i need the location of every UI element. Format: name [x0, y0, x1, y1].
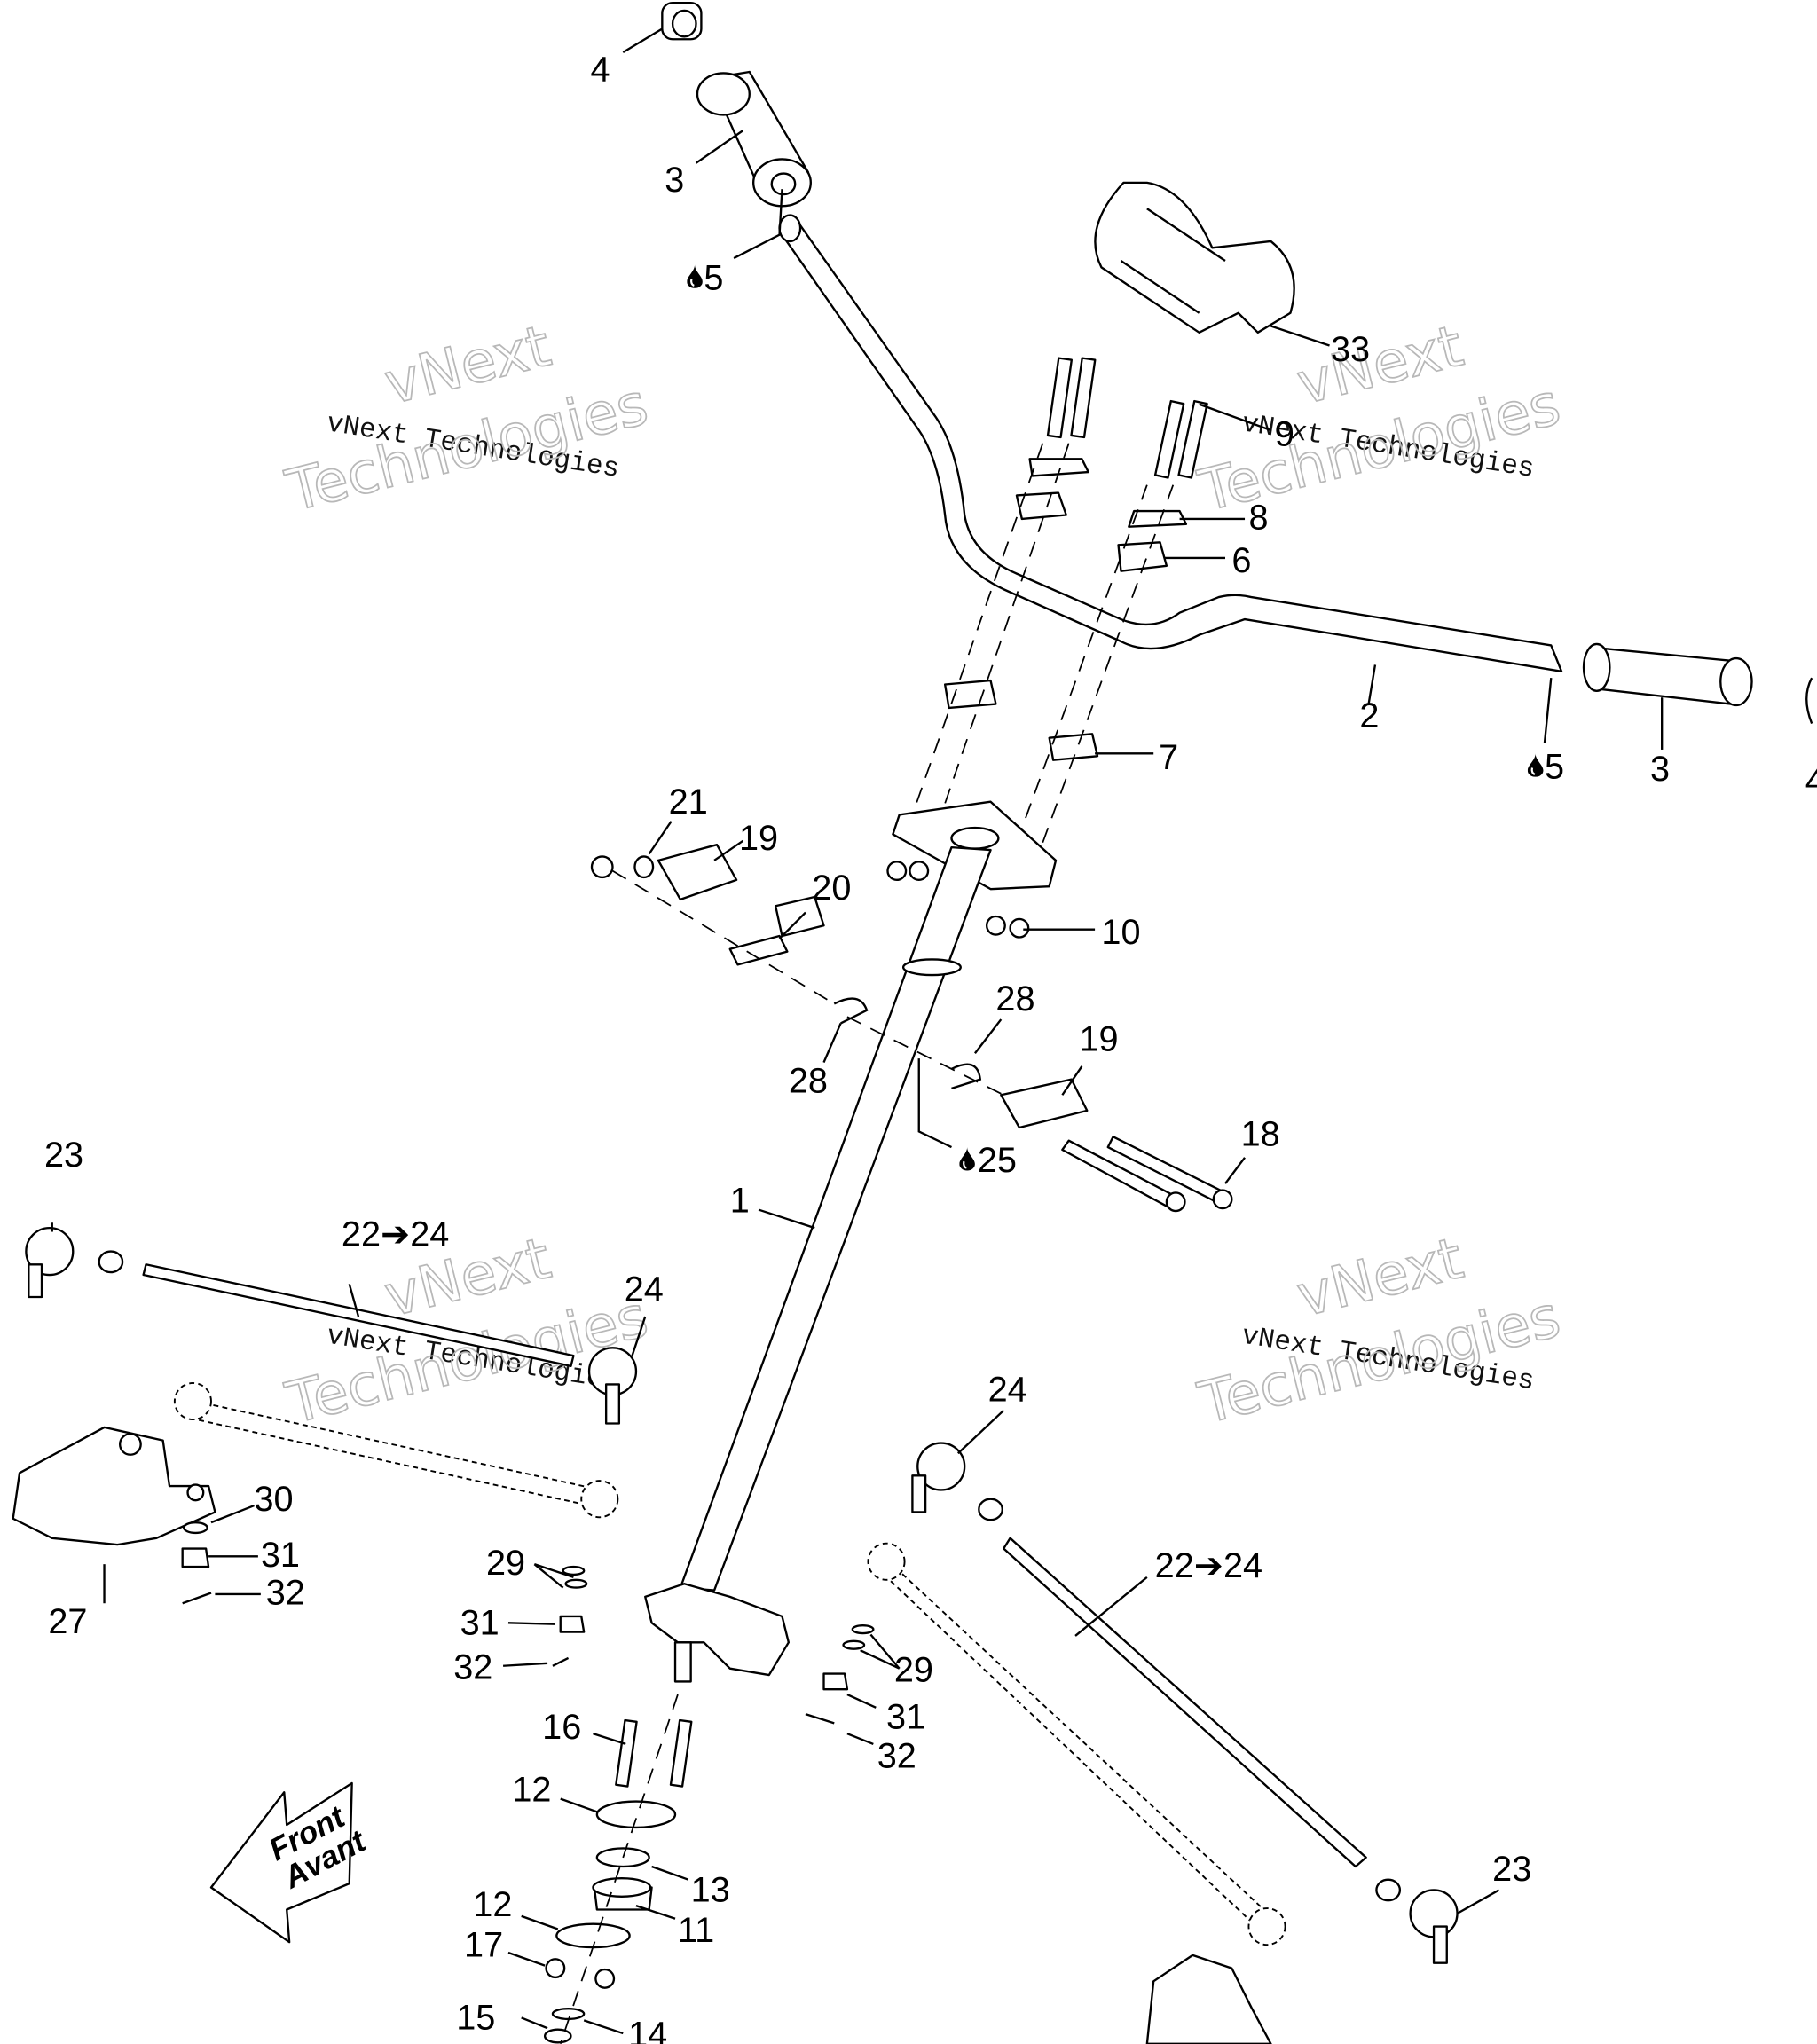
callout-5[interactable]: 5	[704, 258, 723, 297]
callouts: 4 3 5 33 9 8 6 2 5 3 4 7 21 19 20 10 28 …	[44, 50, 1817, 2044]
callout-4[interactable]: 4	[591, 50, 610, 89]
callout-32[interactable]: 32	[877, 1736, 916, 1775]
bearing-stack[interactable]	[543, 1800, 677, 2044]
callout-22-24[interactable]: 22➔24	[342, 1215, 449, 1254]
column-axis	[559, 1694, 679, 2044]
callout-18[interactable]: 18	[1241, 1115, 1280, 1154]
callout-30[interactable]: 30	[254, 1480, 293, 1519]
plate-nuts[interactable]	[886, 861, 1030, 939]
handlebar-cover[interactable]	[1094, 181, 1295, 334]
callout-31[interactable]: 31	[460, 1604, 499, 1643]
callout-23[interactable]: 23	[1492, 1850, 1531, 1889]
callout-24[interactable]: 24	[988, 1371, 1027, 1410]
callout-3[interactable]: 3	[1650, 750, 1670, 789]
steering-arm[interactable]	[12, 1426, 216, 1546]
callout-28[interactable]: 28	[995, 979, 1034, 1018]
callout-21[interactable]: 21	[669, 782, 708, 822]
callout-6[interactable]: 6	[1231, 541, 1251, 580]
front-direction-arrow: Front Avant	[209, 1781, 372, 1944]
callout-19[interactable]: 19	[1079, 1019, 1118, 1058]
oil-drop-icon	[687, 264, 703, 288]
callout-33[interactable]: 33	[1331, 330, 1370, 369]
assembly-lines	[911, 443, 1175, 861]
callout-3[interactable]: 3	[665, 161, 684, 200]
callout-31[interactable]: 31	[261, 1536, 300, 1575]
tie-rod-right-ghost	[867, 1542, 1286, 1946]
callout-27[interactable]: 27	[48, 1602, 87, 1641]
handlebar[interactable]	[778, 214, 1563, 672]
callout-14[interactable]: 14	[628, 2016, 667, 2044]
callout-2[interactable]: 2	[1359, 696, 1379, 735]
callout-29[interactable]: 29	[894, 1650, 933, 1689]
tie-rod-left-ghost	[173, 1382, 619, 1519]
callout-10[interactable]: 10	[1101, 913, 1140, 952]
callout-15[interactable]: 15	[456, 1999, 495, 2038]
callout-22-24[interactable]: 22➔24	[1155, 1546, 1262, 1585]
left-grip[interactable]	[696, 70, 812, 208]
callout-7[interactable]: 7	[1159, 738, 1178, 777]
support-axis	[612, 869, 1004, 1097]
oil-drop-icon	[959, 1147, 975, 1171]
callout-1[interactable]: 1	[730, 1181, 750, 1220]
callout-23[interactable]: 23	[44, 1136, 83, 1175]
callout-17[interactable]: 17	[464, 1925, 503, 1964]
callout-31[interactable]: 31	[886, 1697, 925, 1736]
callout-8[interactable]: 8	[1248, 499, 1268, 538]
callout-16[interactable]: 16	[542, 1708, 581, 1747]
right-grip[interactable]	[1582, 642, 1753, 707]
fasteners[interactable]	[181, 1521, 875, 1788]
steering-knuckle[interactable]	[1145, 1954, 1272, 2044]
bar-end-plug[interactable]	[661, 1, 703, 41]
callout-11[interactable]: 11	[678, 1911, 714, 1950]
callout-32[interactable]: 32	[266, 1574, 305, 1613]
callout-9[interactable]: 9	[1275, 415, 1294, 454]
callout-4[interactable]: 4	[1805, 761, 1817, 800]
callout-25[interactable]: 25	[978, 1141, 1017, 1180]
oil-drop-icon	[1527, 753, 1544, 777]
pitman-arm[interactable]	[644, 1583, 791, 1683]
callout-32[interactable]: 32	[453, 1647, 492, 1686]
callout-19[interactable]: 19	[739, 819, 778, 858]
callout-29[interactable]: 29	[486, 1544, 525, 1583]
leader-lines	[51, 28, 1664, 2035]
column-support[interactable]	[590, 844, 1233, 1213]
callout-24[interactable]: 24	[625, 1270, 664, 1309]
callout-13[interactable]: 13	[691, 1871, 730, 1910]
steering-column[interactable]	[679, 800, 1058, 1592]
callout-12[interactable]: 12	[512, 1771, 551, 1810]
callout-5[interactable]: 5	[1545, 747, 1564, 786]
callout-12[interactable]: 12	[473, 1885, 512, 1924]
right-plug-edge	[1805, 677, 1813, 725]
callout-20[interactable]: 20	[812, 869, 851, 908]
tie-rod-right[interactable]	[911, 1442, 1459, 1964]
callout-28[interactable]: 28	[789, 1061, 828, 1100]
